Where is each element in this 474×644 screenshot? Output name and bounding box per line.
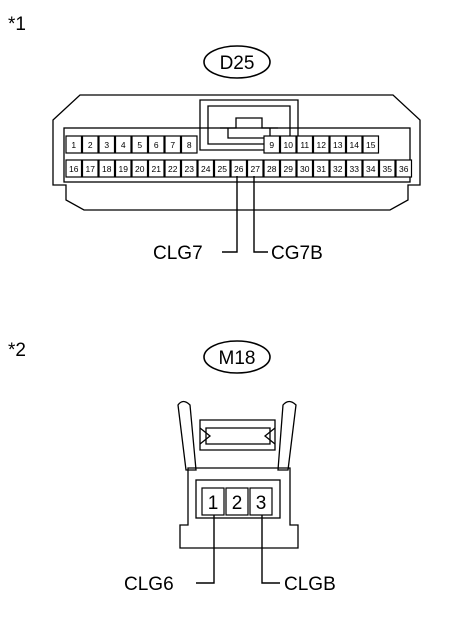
d25-pin-label: 11 [300, 140, 309, 150]
d25-pin-label: 2 [88, 140, 93, 150]
d25-pin-label: 24 [201, 164, 211, 174]
d25-pin-cell [279, 159, 297, 178]
d25-pin-cell [98, 135, 116, 154]
d25-wire-right [253, 176, 268, 253]
d25-pin-label: 35 [383, 164, 393, 174]
d25-pin-label: 29 [284, 164, 294, 174]
d25-pin-label: 17 [86, 164, 96, 174]
d25-pin-label: 1 [71, 140, 76, 150]
d25-pin-cell [395, 159, 413, 178]
d25-pin-cell [213, 159, 231, 178]
m18-pin-label: 1 [208, 493, 219, 514]
d25-pin-cell [345, 135, 363, 154]
d25-pin-label: 21 [152, 164, 162, 174]
m18-code-label: M18 [219, 348, 256, 369]
d25-pin-label: 8 [187, 140, 192, 150]
d25-pin-label: 14 [350, 140, 360, 150]
d25-pin-label: 36 [399, 164, 409, 174]
d25-pin-cell [296, 135, 314, 154]
d25-pin-cell [362, 135, 380, 154]
m18-wire-left [196, 515, 215, 584]
m18-pin-cell [249, 487, 273, 516]
d25-pin-cell [279, 135, 297, 154]
d25-pin-label: 10 [284, 140, 294, 150]
d25-pin-cell [329, 159, 347, 178]
wire-label-clg6: CLG6 [124, 574, 174, 595]
d25-pin-label: 18 [102, 164, 112, 174]
d25-pin-label: 16 [69, 164, 79, 174]
d25-pin-cell [312, 159, 330, 178]
m18-pin-label: 2 [232, 493, 243, 514]
m18-connector-body [177, 400, 299, 549]
m18-pin-cell [201, 487, 225, 516]
d25-pin-cell [114, 159, 132, 178]
d25-pin-cell [147, 135, 165, 154]
d25-pin-label: 33 [350, 164, 360, 174]
d25-pin-cell [65, 135, 83, 154]
d25-pin-label: 27 [251, 164, 261, 174]
d25-pin-cell [230, 159, 248, 178]
d25-pin-cell [362, 159, 380, 178]
wire-label-clgb: CLGB [284, 574, 336, 595]
d25-wire-left [222, 176, 238, 253]
d25-pin-label: 4 [121, 140, 126, 150]
d25-pin-cell [98, 159, 116, 178]
d25-pin-cell [81, 159, 99, 178]
d25-pin-cell [114, 135, 132, 154]
section2-marker: *2 [8, 340, 26, 361]
d25-pin-label: 34 [366, 164, 376, 174]
m18-pin-cell [225, 487, 249, 516]
m18-wire-right [261, 515, 280, 584]
d25-pin-label: 3 [104, 140, 109, 150]
wire-label-clg7: CLG7 [153, 243, 203, 264]
d25-pin-label: 9 [269, 140, 274, 150]
d25-pin-cell [296, 159, 314, 178]
d25-pin-cell [312, 135, 330, 154]
d25-pin-cell [65, 159, 83, 178]
wire-label-cg7b: CG7B [271, 243, 323, 264]
d25-pin-label: 26 [234, 164, 244, 174]
d25-pin-cell [345, 159, 363, 178]
d25-pin-cell [81, 135, 99, 154]
d25-pin-label: 19 [119, 164, 129, 174]
d25-pin-cell [164, 159, 182, 178]
d25-pin-cell [246, 159, 264, 178]
d25-pin-label: 20 [135, 164, 145, 174]
d25-pin-cell [378, 159, 396, 178]
m18-code-badge: M18 [203, 340, 271, 374]
d25-pin-cell [263, 159, 281, 178]
d25-pin-label: 31 [317, 164, 327, 174]
d25-pin-label: 32 [333, 164, 343, 174]
d25-pin-label: 22 [168, 164, 178, 174]
d25-pin-label: 7 [170, 140, 175, 150]
d25-pin-label: 6 [154, 140, 159, 150]
d25-pin-label: 15 [366, 140, 376, 150]
d25-pin-label: 12 [317, 140, 327, 150]
d25-pin-label: 5 [137, 140, 142, 150]
d25-pin-cell [180, 135, 198, 154]
d25-pin-cell [329, 135, 347, 154]
d25-code-label: D25 [220, 53, 255, 74]
d25-pin-cell [164, 135, 182, 154]
d25-pin-label: 30 [300, 164, 310, 174]
d25-pin-label: 13 [333, 140, 343, 150]
d25-pin-cell [263, 135, 281, 154]
m18-pin-label: 3 [256, 493, 267, 514]
d25-pin-cell [180, 159, 198, 178]
d25-pin-label: 23 [185, 164, 195, 174]
d25-pin-cell [131, 135, 149, 154]
d25-pin-cell [147, 159, 165, 178]
d25-pin-label: 28 [267, 164, 277, 174]
d25-pin-cell [197, 159, 215, 178]
d25-pin-cell [131, 159, 149, 178]
d25-code-badge: D25 [203, 45, 271, 79]
d25-pin-label: 25 [218, 164, 228, 174]
section1-marker: *1 [8, 14, 26, 35]
